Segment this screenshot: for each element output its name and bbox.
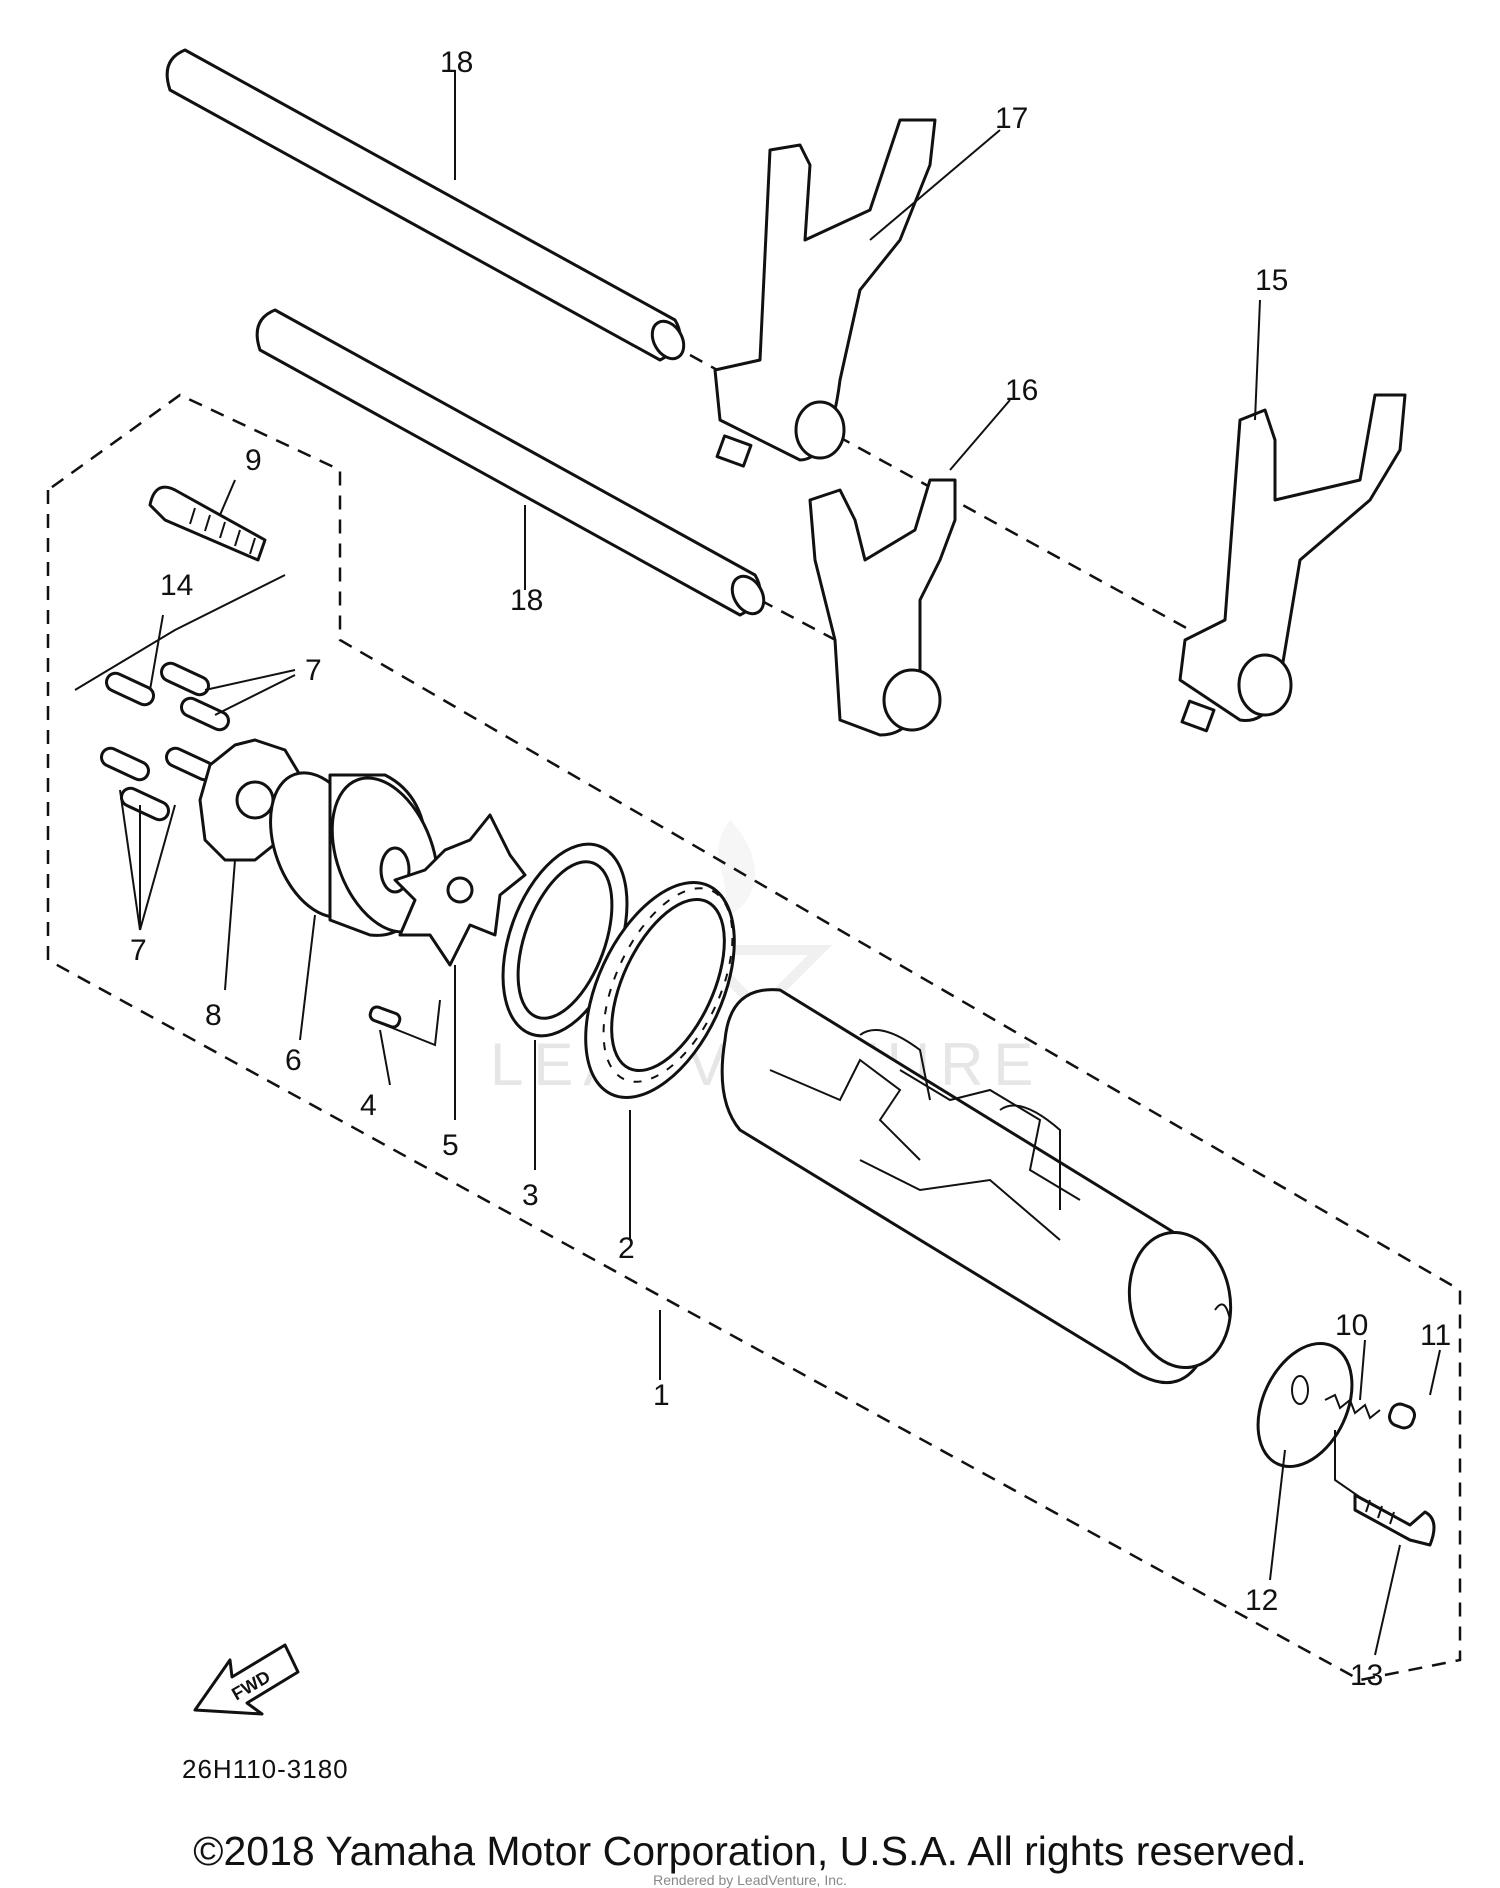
callout-9: 9 (245, 444, 262, 477)
callout-8: 8 (205, 999, 222, 1032)
shift-drum-segment-6 (269, 771, 440, 1041)
callout-12: 12 (1245, 1584, 1278, 1617)
callout-10: 10 (1335, 1309, 1368, 1342)
callout-7-upper: 7 (305, 654, 322, 687)
leader-11 (1429, 1349, 1441, 1396)
callout-18-lower: 18 (510, 584, 543, 617)
star-plate-5 (393, 813, 527, 1120)
leader-4 (379, 1029, 391, 1086)
leader-6 (299, 914, 316, 1041)
leader-15 (1254, 299, 1261, 421)
shift-fork-15 (1178, 299, 1407, 733)
bracket-14 (74, 574, 286, 691)
callout-13: 13 (1350, 1659, 1383, 1692)
callout-4: 4 (360, 1089, 377, 1122)
forward-arrow-icon: FWD (193, 1643, 300, 1716)
leader-16 (949, 399, 1011, 471)
leader-7b-1 (119, 789, 141, 931)
screw-13 (1334, 1430, 1436, 1656)
leader-7a-2 (214, 674, 296, 716)
spring-10-pin-11 (1324, 1339, 1441, 1430)
screw-9 (148, 479, 267, 562)
assembly-outline (46, 393, 1462, 1682)
pins-7-14 (74, 574, 296, 931)
callout-14: 14 (160, 569, 193, 602)
callout-1: 1 (653, 1379, 670, 1412)
leader-9 (219, 479, 236, 516)
callout-7-lower: 7 (130, 934, 147, 967)
callout-11: 11 (1420, 1319, 1451, 1352)
callout-17: 17 (995, 102, 1028, 135)
callout-2: 2 (618, 1232, 635, 1265)
callout-16: 16 (1005, 374, 1038, 407)
leader-10 (1359, 1339, 1366, 1401)
shift-fork-guide-bar-lower (255, 308, 766, 617)
leader-13 (1374, 1544, 1401, 1656)
shift-fork-guide-bar-upper (165, 48, 686, 362)
rendered-by-notice: Rendered by LeadVenture, Inc. (653, 1872, 847, 1888)
copyright-notice: ©2018 Yamaha Motor Corporation, U.S.A. A… (193, 1828, 1307, 1874)
diagram-code: 26H110-3180 (182, 1754, 349, 1784)
callout-3: 3 (522, 1179, 539, 1212)
leader-12 (1269, 1449, 1286, 1581)
callout-6: 6 (285, 1044, 302, 1077)
shift-drum-1 (659, 988, 1233, 1385)
leader-7a-1 (204, 669, 296, 691)
callout-5: 5 (442, 1129, 459, 1162)
leader-8 (224, 859, 236, 991)
shift-fork-17 (713, 118, 1001, 468)
pin-4 (368, 999, 441, 1086)
shift-fork-16 (808, 399, 1011, 737)
plate-12 (1256, 1341, 1354, 1581)
leader-7b-3 (139, 804, 176, 931)
bearing-2 (584, 881, 736, 1240)
leader-14 (149, 614, 164, 691)
leader-17 (869, 129, 1001, 241)
callout-15: 15 (1255, 264, 1288, 297)
callout-18-upper: 18 (440, 46, 473, 79)
